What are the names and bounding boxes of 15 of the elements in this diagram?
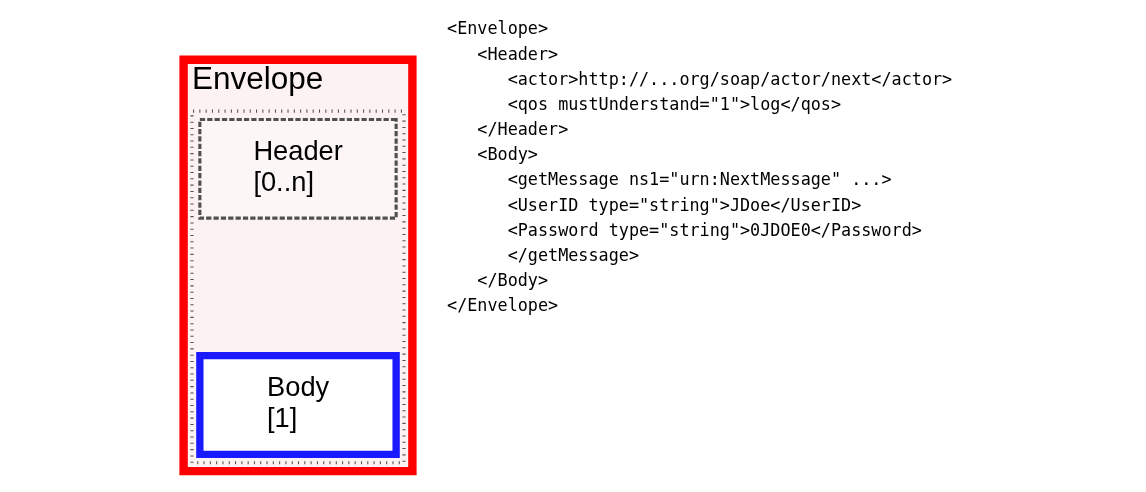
label: <qos mustUnderstand="1">log</qos> [507, 93, 841, 114]
label: </getMessage> [507, 245, 639, 266]
label: <Password type="string">0JDOE0</Password> [507, 219, 922, 240]
label: </Header> [476, 119, 568, 140]
label: <Envelope> [446, 18, 548, 39]
node-box: Header [0..n] [197, 117, 398, 220]
label: <UserID type="string">JDoe</UserID> [507, 194, 861, 215]
cluster [189, 109, 406, 465]
label: <Body> [476, 144, 538, 165]
label: </Body> [476, 270, 548, 291]
node-box: Body [1] [195, 352, 400, 458]
label: <actor>http://...org/soap/actor/next</actor> [507, 68, 952, 89]
label: <Header> [476, 43, 558, 64]
label: </Envelope> [446, 295, 558, 316]
label: <getMessage ns1="urn:NextMessage" ...> [507, 169, 892, 190]
